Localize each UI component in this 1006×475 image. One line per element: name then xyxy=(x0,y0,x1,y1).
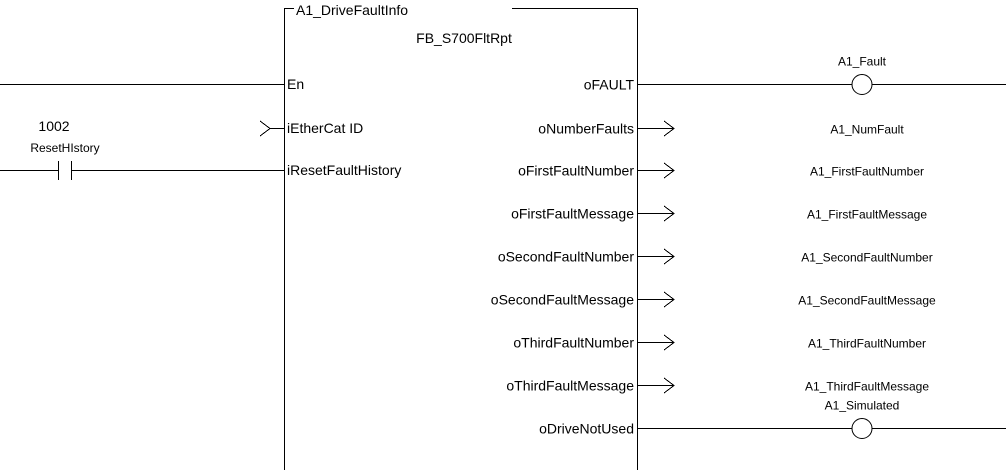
output-row-o-second-fault-number: oSecondFaultNumber A1_SecondFaultNumber xyxy=(498,249,933,265)
output-pin-o-third-fault-number: oThirdFaultNumber xyxy=(513,335,634,351)
output-pin-o-second-fault-number: oSecondFaultNumber xyxy=(498,249,635,265)
output-pin-o-number-faults: oNumberFaults xyxy=(538,121,634,137)
coil-variable-a1-simulated[interactable]: A1_Simulated xyxy=(825,399,900,413)
input-arrow-icon xyxy=(259,120,284,137)
coil-icon[interactable] xyxy=(851,418,873,439)
output-row-o-fault: oFAULT A1_Fault xyxy=(584,55,1006,95)
output-variable-a1-second-fault-message[interactable]: A1_SecondFaultMessage xyxy=(798,294,936,308)
output-variable-a1-second-fault-number[interactable]: A1_SecondFaultNumber xyxy=(801,251,932,265)
output-variable-a1-num-fault[interactable]: A1_NumFault xyxy=(830,123,904,137)
output-pin-o-drive-not-used: oDriveNotUsed xyxy=(539,421,634,437)
output-row-o-number-faults: oNumberFaults A1_NumFault xyxy=(538,121,904,137)
reset-history-variable[interactable]: ResetHIstory xyxy=(30,141,99,155)
normally-open-contact-icon[interactable] xyxy=(0,161,284,180)
output-row-o-third-fault-message: oThirdFaultMessage A1_ThirdFaultMessage xyxy=(506,378,929,394)
coil-variable-a1-fault[interactable]: A1_Fault xyxy=(838,55,887,69)
output-variable-a1-third-fault-number[interactable]: A1_ThirdFaultNumber xyxy=(808,337,926,351)
output-arrow-icon xyxy=(637,377,675,394)
output-variable-a1-first-fault-number[interactable]: A1_FirstFaultNumber xyxy=(810,165,924,179)
output-pin-o-third-fault-message: oThirdFaultMessage xyxy=(506,378,634,394)
output-row-o-third-fault-number: oThirdFaultNumber A1_ThirdFaultNumber xyxy=(513,335,926,351)
input-pin-reset-fault-history: iResetFaultHistory xyxy=(287,162,401,178)
output-arrow-icon xyxy=(637,205,675,222)
output-arrow-icon xyxy=(637,334,675,351)
function-block-border xyxy=(284,8,638,470)
output-row-o-drive-not-used: oDriveNotUsed A1_Simulated xyxy=(539,399,1006,439)
output-row-o-second-fault-message: oSecondFaultMessage A1_SecondFaultMessage xyxy=(491,292,936,308)
output-variable-a1-first-fault-message[interactable]: A1_FirstFaultMessage xyxy=(807,208,927,222)
output-arrow-icon xyxy=(637,248,675,265)
output-arrow-icon xyxy=(637,162,675,179)
input-pin-en: En xyxy=(287,76,304,92)
output-pin-o-first-fault-message: oFirstFaultMessage xyxy=(511,206,634,222)
coil-icon[interactable] xyxy=(851,74,873,95)
function-block[interactable]: A1_DriveFaultInfo FB_S700FltRpt xyxy=(284,2,638,470)
output-variable-a1-third-fault-message[interactable]: A1_ThirdFaultMessage xyxy=(805,380,929,394)
pin-label-clip-mask xyxy=(285,190,463,430)
output-pin-o-second-fault-message: oSecondFaultMessage xyxy=(491,292,634,308)
input-pin-ethercat-id: iEtherCat ID xyxy=(287,120,363,136)
output-arrow-icon xyxy=(637,120,675,137)
output-row-o-first-fault-number: oFirstFaultNumber A1_FirstFaultNumber xyxy=(518,163,924,179)
output-pins: oFAULT A1_Fault oNumberFaults A1_NumFault oF… xyxy=(285,55,1006,439)
output-pin-o-fault: oFAULT xyxy=(584,77,635,93)
block-type-name: FB_S700FltRpt xyxy=(416,30,512,46)
ethercat-id-constant[interactable]: 1002 xyxy=(38,118,69,134)
output-arrow-icon xyxy=(637,291,675,308)
output-pin-o-first-fault-number: oFirstFaultNumber xyxy=(518,163,634,179)
block-instance-name[interactable]: A1_DriveFaultInfo xyxy=(296,2,408,18)
output-row-o-first-fault-message: oFirstFaultMessage A1_FirstFaultMessage xyxy=(511,206,927,222)
